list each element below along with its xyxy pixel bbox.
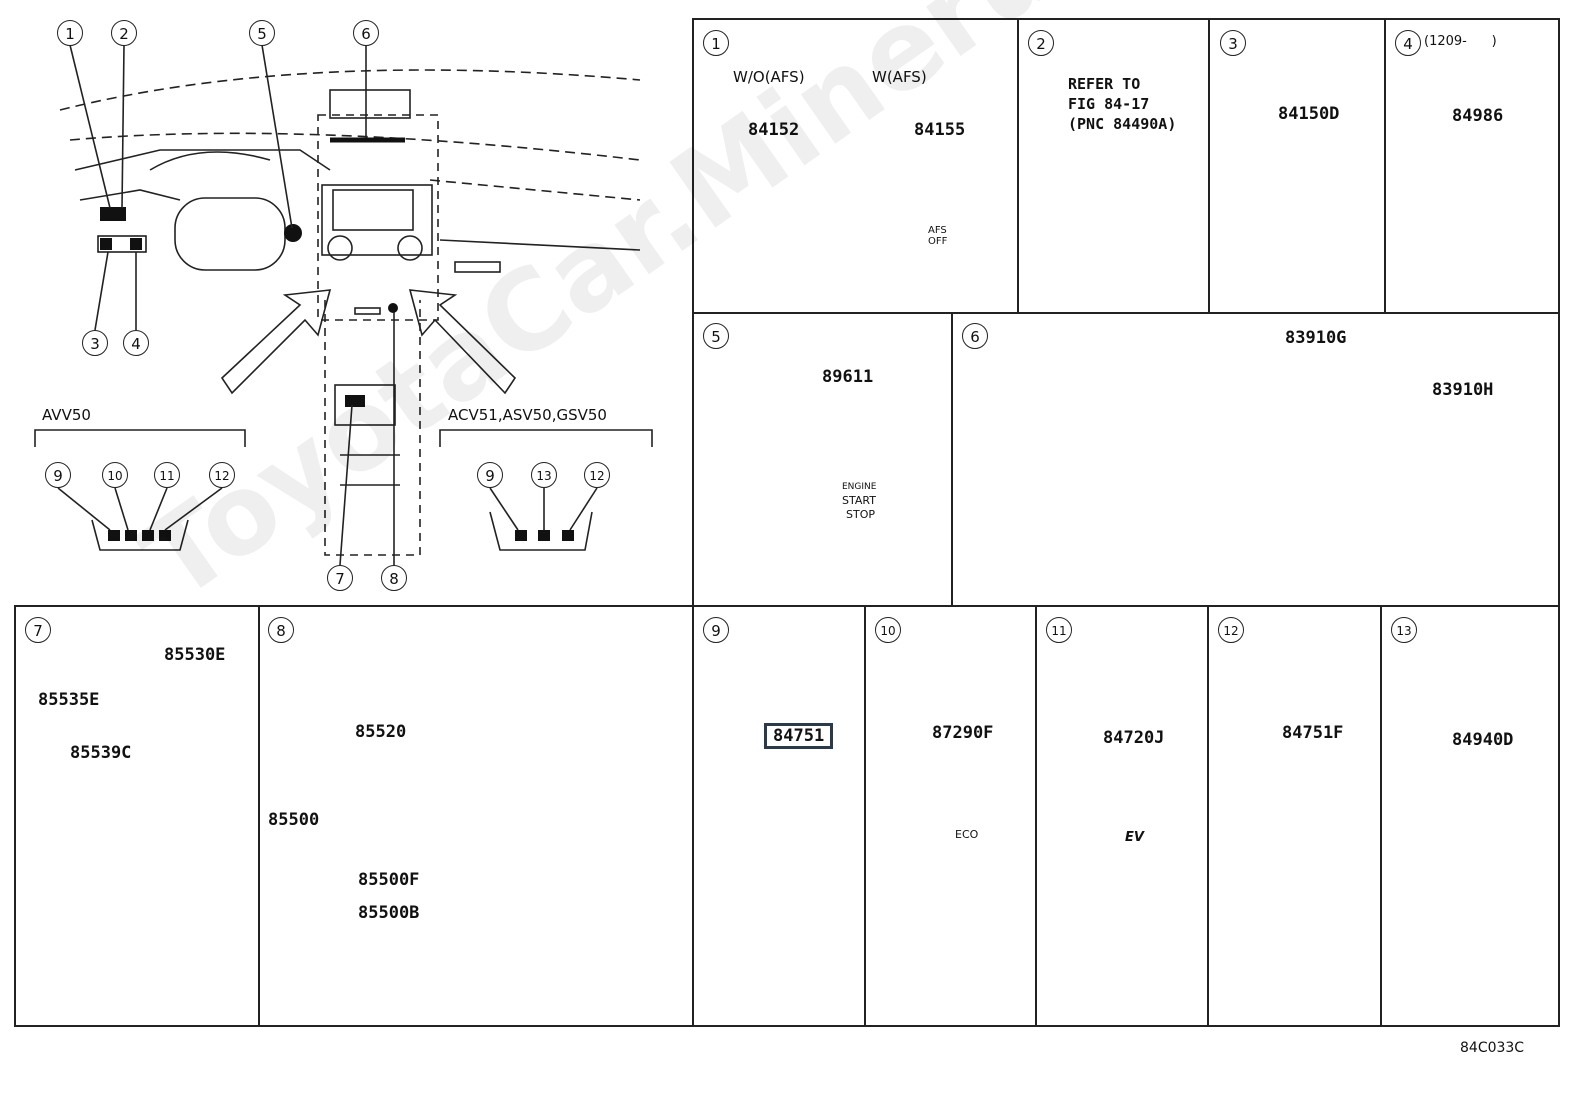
panel-9-number: 9: [703, 617, 729, 643]
part-85500f[interactable]: 85500F: [358, 870, 420, 890]
callout-6[interactable]: 6: [353, 20, 379, 46]
callout-2[interactable]: 2: [111, 20, 137, 46]
afs-off-button-text: AFS OFF: [928, 225, 948, 247]
acv-callout-9[interactable]: 9: [477, 462, 503, 488]
avv-callout-10[interactable]: 10: [102, 462, 128, 488]
panel-3-number: 3: [1220, 30, 1246, 56]
part-84986[interactable]: 84986: [1452, 106, 1504, 126]
part-85500[interactable]: 85500: [268, 810, 320, 830]
panel-2-number: 2: [1028, 30, 1054, 56]
panel-4-number: 4: [1395, 30, 1421, 56]
callout-4[interactable]: 4: [123, 330, 149, 356]
callout-1[interactable]: 1: [57, 20, 83, 46]
avv-callout-11[interactable]: 11: [154, 462, 180, 488]
refer-note-line-3[interactable]: (PNC 84490A): [1068, 115, 1177, 133]
acv-callout-13[interactable]: 13: [531, 462, 557, 488]
panel-13-number: 13: [1391, 617, 1417, 643]
panel-7: [14, 605, 260, 1027]
start-label: START: [842, 494, 876, 507]
stop-label: STOP: [846, 508, 875, 521]
part-84720j[interactable]: 84720J: [1103, 728, 1165, 748]
part-83910g[interactable]: 83910G: [1285, 328, 1347, 348]
panel-10-number: 10: [875, 617, 901, 643]
callout-5[interactable]: 5: [249, 20, 275, 46]
callout-3[interactable]: 3: [82, 330, 108, 356]
date-range-note: (1209- ): [1424, 34, 1497, 49]
panel-11-number: 11: [1046, 617, 1072, 643]
avv-callout-12[interactable]: 12: [209, 462, 235, 488]
panel-7-number: 7: [25, 617, 51, 643]
refer-note-line-1: REFER TO: [1068, 75, 1141, 93]
panel-8-number: 8: [268, 617, 294, 643]
part-85535e[interactable]: 85535E: [38, 690, 100, 710]
panel-2: [1017, 18, 1210, 314]
part-84751f[interactable]: 84751F: [1282, 723, 1344, 743]
panel-13: [1380, 605, 1560, 1027]
dashboard-sketch: [34, 44, 653, 566]
panel-5: [692, 312, 953, 607]
ev-mode-text: EV: [1125, 830, 1144, 845]
part-85539c[interactable]: 85539C: [70, 743, 132, 763]
callout-8[interactable]: 8: [381, 565, 407, 591]
part-85520[interactable]: 85520: [355, 722, 407, 742]
part-87290f[interactable]: 87290F: [932, 723, 994, 743]
panel-6: [951, 312, 1560, 607]
part-89611[interactable]: 89611: [822, 367, 874, 387]
part-84152[interactable]: 84152: [748, 120, 800, 140]
panel-12-number: 12: [1218, 617, 1244, 643]
panel-5-number: 5: [703, 323, 729, 349]
part-85530e[interactable]: 85530E: [164, 645, 226, 665]
acv-variants-label: ACV51,ASV50,GSV50: [448, 406, 607, 424]
panel-3: [1208, 18, 1386, 314]
panel-11: [1035, 605, 1209, 1027]
part-84155[interactable]: 84155: [914, 120, 966, 140]
with-afs-label: W(AFS): [872, 68, 927, 86]
panel-8: [258, 605, 694, 1027]
panel-1: [692, 18, 1019, 314]
avv50-label: AVV50: [42, 406, 91, 424]
avv-callout-9[interactable]: 9: [45, 462, 71, 488]
part-85500b[interactable]: 85500B: [358, 903, 420, 923]
refer-note-line-2: FIG 84-17: [1068, 95, 1150, 113]
diagram-code: 84C033C: [1460, 1040, 1525, 1056]
part-84751-selected[interactable]: 84751: [764, 723, 834, 749]
acv-callout-12[interactable]: 12: [584, 462, 610, 488]
panel-1-number: 1: [703, 30, 729, 56]
panel-12: [1207, 605, 1382, 1027]
panel-6-number: 6: [962, 323, 988, 349]
part-83910h[interactable]: 83910H: [1432, 380, 1494, 400]
engine-label: ENGINE: [842, 482, 877, 492]
part-84940d[interactable]: 84940D: [1452, 730, 1514, 750]
callout-7[interactable]: 7: [327, 565, 353, 591]
part-84150d[interactable]: 84150D: [1278, 104, 1340, 124]
panel-10: [864, 605, 1037, 1027]
panel-4: [1384, 18, 1560, 314]
eco-mode-text: ECO: [955, 828, 979, 841]
panel-9: [692, 605, 866, 1027]
without-afs-label: W/O(AFS): [733, 68, 805, 86]
